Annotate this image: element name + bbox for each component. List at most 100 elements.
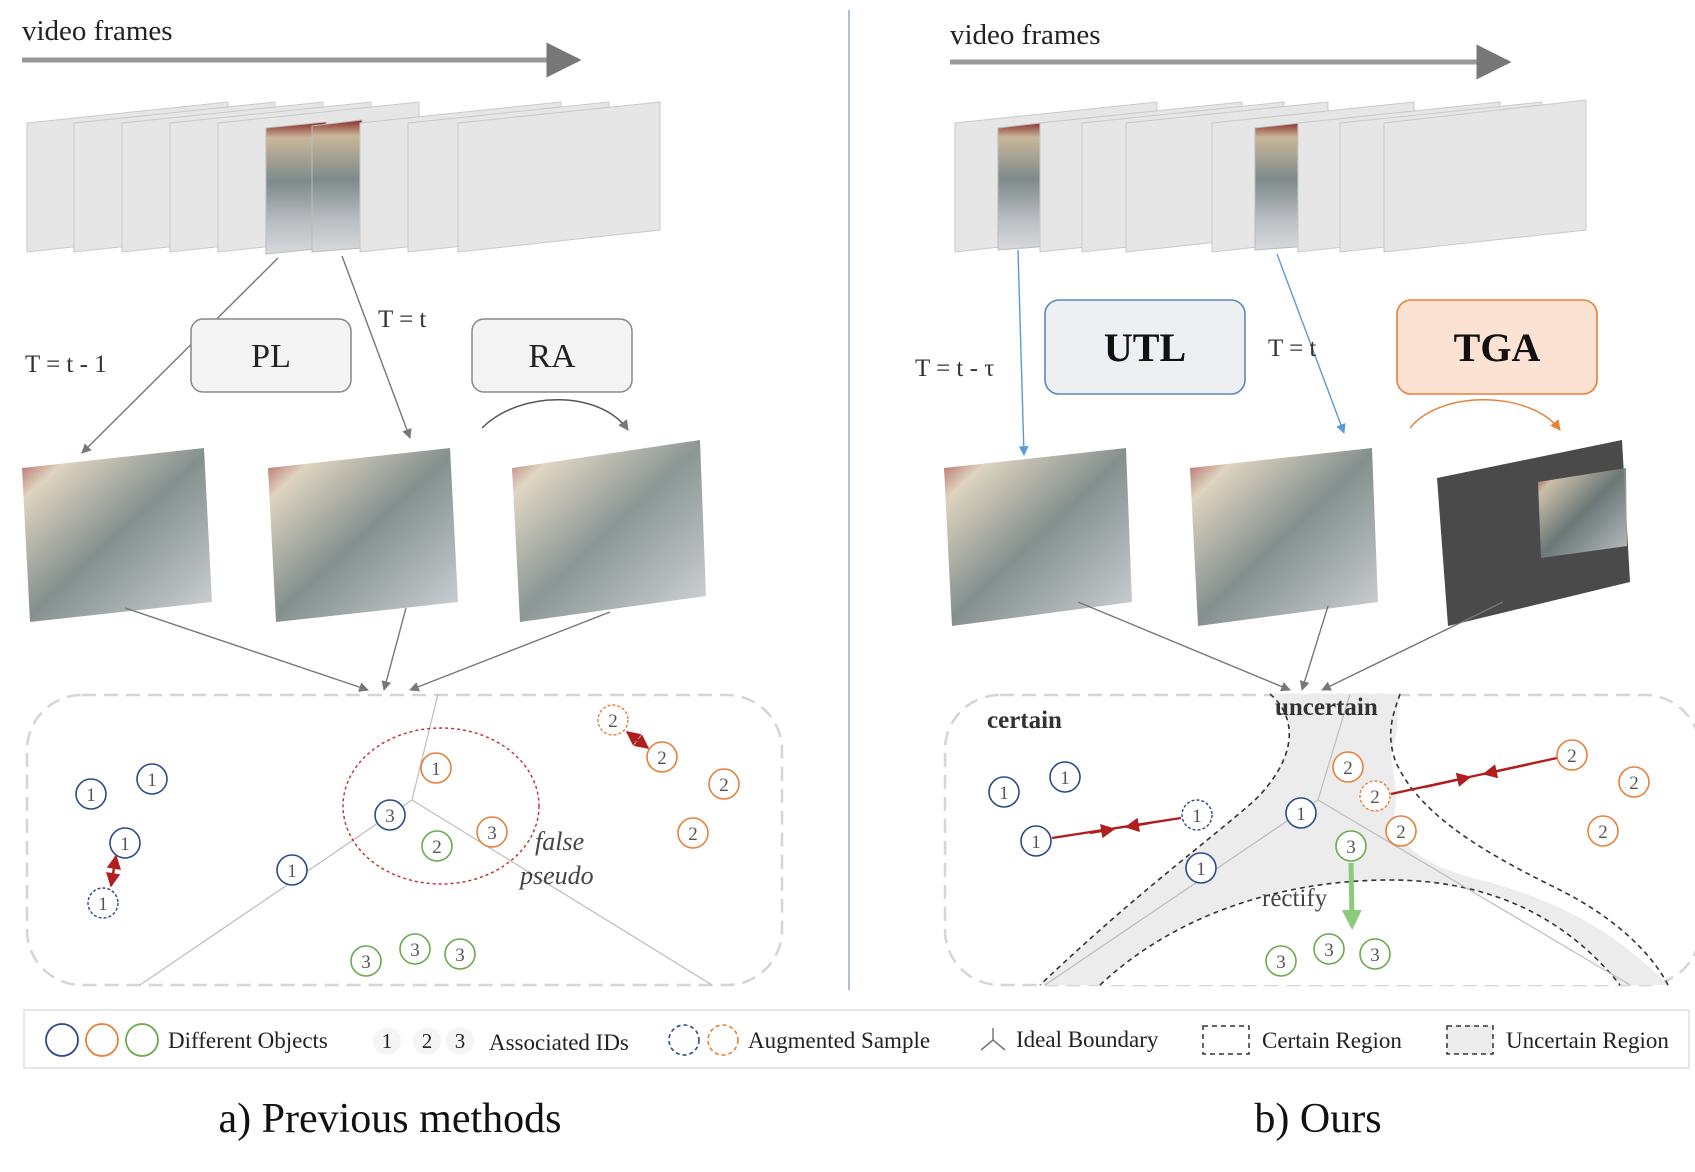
svg-text:3: 3 (385, 806, 395, 827)
frame (1383, 99, 1587, 253)
false-label: false (535, 827, 584, 856)
svg-text:2: 2 (1629, 773, 1639, 794)
pseudo-label: pseudo (518, 861, 594, 890)
legend-box (23, 1009, 1690, 1069)
right-panel: video frames T = t - τ T = t UTL TGA (915, 19, 1695, 987)
arrow-to-embedding (381, 607, 407, 691)
svg-text:1: 1 (1031, 832, 1041, 853)
ra-curve-arrow (481, 399, 629, 431)
arrow-prev-frame (1017, 249, 1029, 456)
node-blue-augmented: 1 (1181, 799, 1213, 831)
node-orange-augmented: 2 (597, 704, 629, 736)
node-green: 3 (350, 945, 382, 977)
legend-id-bg (413, 1027, 441, 1055)
legend-associated-ids: Associated IDs (489, 1030, 629, 1055)
rectify-arrow (1341, 862, 1362, 930)
association-arrow (106, 854, 121, 888)
certain-label: certain (987, 707, 1062, 734)
tga-module-box (1396, 299, 1598, 395)
right-frame-stack (954, 99, 1587, 253)
legend-augmented-orange (707, 1024, 739, 1056)
ra-module-label: RA (528, 338, 576, 375)
svg-text:2: 2 (1567, 746, 1577, 767)
node-blue: 1 (75, 778, 107, 810)
pl-module-label: PL (251, 338, 291, 375)
left-scene-aug (512, 440, 706, 622)
svg-text:1: 1 (999, 783, 1009, 804)
legend-different-objects: Different Objects (168, 1028, 328, 1053)
legend-certain-region: Certain Region (1262, 1028, 1402, 1053)
certain-region-border (1099, 879, 1621, 986)
node-green: 3 (444, 938, 476, 970)
svg-text:2: 2 (1343, 758, 1353, 779)
association-arrow (1482, 762, 1531, 779)
node-orange: 2 (1385, 815, 1417, 847)
svg-text:3: 3 (1276, 952, 1286, 973)
boundary-line (1317, 799, 1631, 986)
node-green: 3 (1359, 938, 1391, 970)
left-scene-curr (268, 448, 458, 622)
node-green: 3 (399, 933, 431, 965)
node-blue: 1 (1020, 825, 1052, 857)
right-scene-tga (1437, 440, 1630, 626)
frame-image (311, 119, 363, 253)
legend-uncertain-region-icon (1446, 1025, 1494, 1055)
node-blue: 1 (1185, 852, 1217, 884)
right-video-frames-label: video frames (950, 19, 1101, 51)
svg-text:2: 2 (688, 824, 698, 845)
uncertain-region-border (1039, 693, 1291, 986)
legend-augmented-blue (668, 1024, 700, 1056)
left-frame-stack (26, 101, 661, 255)
association-arrow (1124, 817, 1151, 832)
legend-id-1: 1 (382, 1029, 393, 1053)
node-orange: 2 (1587, 815, 1619, 847)
legend-green-circle (125, 1023, 159, 1057)
left-caption: a) Previous methods (219, 1096, 562, 1142)
legend-orange-circle (85, 1023, 119, 1057)
right-time-curr: T = t (1268, 335, 1316, 362)
legend-id-3: 3 (455, 1029, 466, 1053)
certain-region (1100, 880, 1620, 985)
boundary-line (1044, 799, 1319, 986)
association-line (1390, 756, 1558, 796)
node-blue: 1 (988, 776, 1020, 808)
node-orange-augmented: 2 (1359, 780, 1391, 812)
left-time-curr: T = t (378, 306, 426, 333)
svg-text:2: 2 (1598, 822, 1608, 843)
svg-text:3: 3 (487, 823, 497, 844)
uncertain-label: uncertain (1275, 694, 1378, 721)
scene-image (268, 448, 458, 622)
node-blue: 1 (276, 854, 308, 886)
node-orange: 3 (476, 816, 508, 848)
svg-text:3: 3 (361, 952, 371, 973)
scene-image (512, 440, 706, 622)
boundary-line (139, 799, 413, 986)
node-green: 3 (1265, 945, 1297, 977)
svg-text:2: 2 (719, 775, 729, 796)
left-video-frames-label: video frames (22, 15, 173, 47)
svg-text:3: 3 (410, 940, 420, 961)
svg-text:3: 3 (1324, 940, 1334, 961)
tga-module-label: TGA (1454, 325, 1541, 370)
legend-boundary-icon (980, 1039, 994, 1051)
legend-ideal-boundary: Ideal Boundary (1016, 1027, 1159, 1052)
node-blue-augmented: 1 (87, 887, 119, 919)
association-arrow (1424, 772, 1472, 789)
node-green: 3 (1313, 933, 1345, 965)
arrow-to-embedding (1077, 601, 1291, 692)
node-blue: 1 (1285, 797, 1317, 829)
pl-module-box (190, 318, 352, 393)
svg-text:1: 1 (147, 770, 157, 791)
legend-certain-region-icon (1202, 1025, 1250, 1055)
node-blue: 3 (374, 799, 406, 831)
false-pseudo-region (342, 727, 540, 885)
legend-id-bg (446, 1027, 474, 1055)
node-green: 3 (1335, 830, 1367, 862)
arrow-to-embedding (409, 611, 611, 692)
boundary-line (1317, 693, 1351, 801)
node-orange: 2 (708, 768, 740, 800)
svg-text:1: 1 (287, 861, 297, 882)
svg-text:1: 1 (1060, 768, 1070, 789)
legend-id-2: 2 (422, 1029, 433, 1053)
right-caption: b) Ours (1254, 1096, 1381, 1142)
